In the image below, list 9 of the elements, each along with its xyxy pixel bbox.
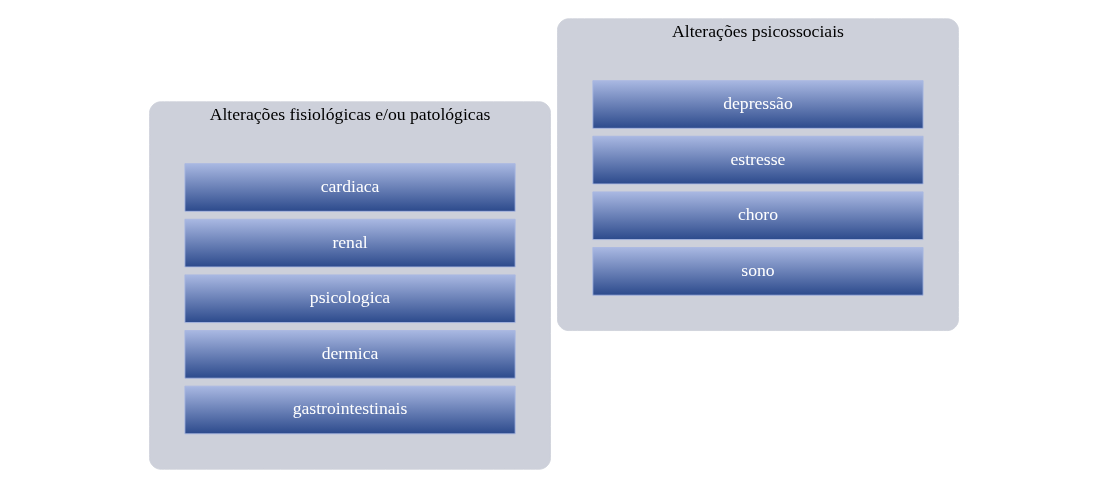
node-box: dermica [183,330,516,379]
node-box: choro [591,191,924,241]
node-box: estresse [591,135,924,185]
node-box: psicologica [183,274,516,324]
node-box: gastrointestinais [183,385,516,435]
node-box: renal [183,218,516,268]
node-box: cardiaca [183,163,516,212]
node-box: sono [591,247,924,296]
node-box: depressão [591,80,924,129]
